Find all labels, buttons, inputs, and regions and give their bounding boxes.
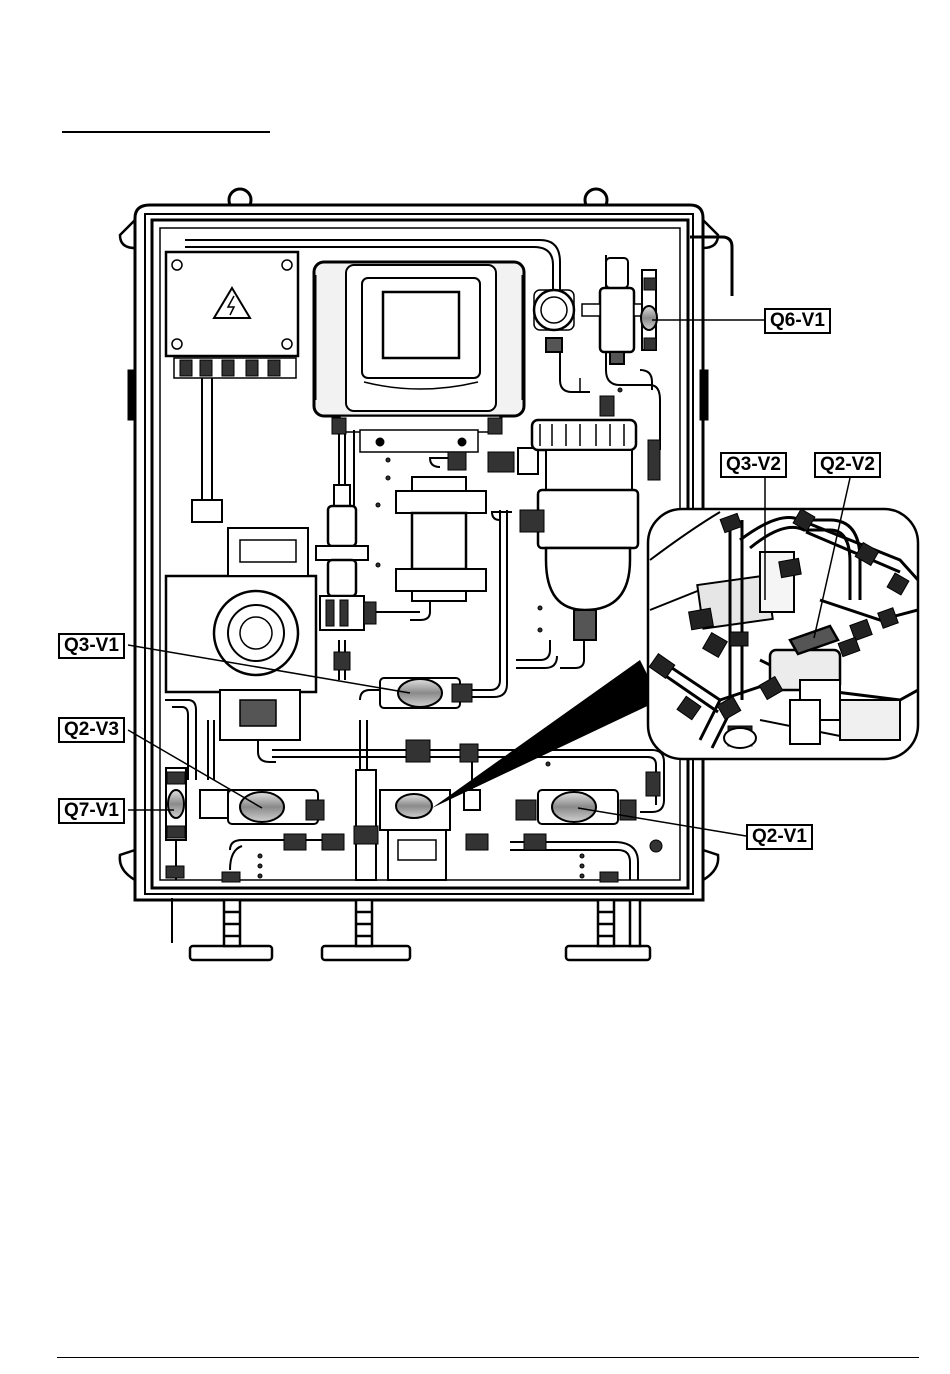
callout-q2-v1: Q2-V1 <box>746 824 813 850</box>
feet <box>190 900 650 960</box>
callout-q2-v2: Q2-V2 <box>814 452 881 478</box>
callout-q3-v2: Q3-V2 <box>720 452 787 478</box>
valve-q2-v3 <box>200 790 324 824</box>
callout-q6-v1: Q6-V1 <box>764 308 831 334</box>
callout-q3-v1: Q3-V1 <box>58 633 125 659</box>
valve-q6-v1 <box>641 270 657 350</box>
footer-rule <box>57 1357 919 1358</box>
detail-inset <box>648 509 918 759</box>
callout-q2-v3: Q2-V3 <box>58 717 125 743</box>
callout-q7-v1: Q7-V1 <box>58 798 125 824</box>
valve-q7-v1 <box>166 768 186 840</box>
